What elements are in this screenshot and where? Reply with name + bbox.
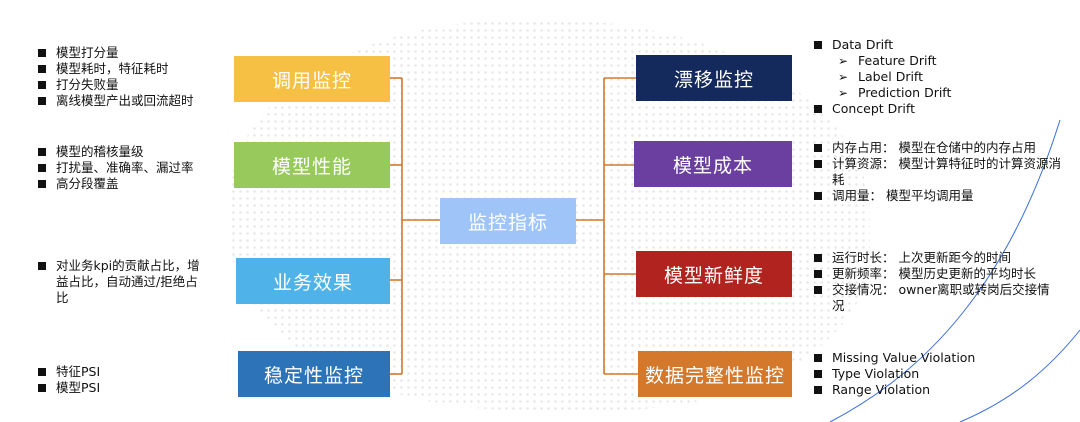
business-effect-notes: 对业务kpi的贡献占比，增益占比，自动通过/拒绝占比: [38, 258, 208, 306]
list-item: Range Violation: [814, 382, 1034, 398]
model-cost-notes: 内存占用： 模型在仓储中的内存占用 计算资源： 模型计算特征时的计算资源消耗 调…: [814, 140, 1062, 204]
node-model-cost: 模型成本: [634, 141, 792, 187]
list-item: 更新频率： 模型历史更新的平均时长: [814, 266, 1062, 282]
call-monitoring-notes: 模型打分量 模型耗时，特征耗时 打分失败量 离线模型产出或回流超时: [38, 45, 228, 109]
node-business-effect: 业务效果: [236, 258, 390, 304]
arrow-icon: ➢: [838, 86, 849, 100]
list-item: 模型PSI: [38, 380, 208, 396]
model-performance-notes: 模型的稽核量级 打扰量、准确率、漏过率 高分段覆盖: [38, 144, 228, 192]
list-item: 模型的稽核量级: [38, 144, 228, 160]
drift-monitoring-notes: Data Drift ➢Feature Drift ➢Label Drift ➢…: [814, 37, 1014, 117]
list-item: 特征PSI: [38, 364, 208, 380]
list-item: 模型耗时，特征耗时: [38, 61, 228, 77]
node-model-performance: 模型性能: [234, 142, 390, 188]
list-item: 对业务kpi的贡献占比，增益占比，自动通过/拒绝占比: [38, 258, 208, 306]
node-call-monitoring: 调用监控: [234, 56, 390, 102]
list-item: 调用量： 模型平均调用量: [814, 188, 1062, 204]
list-item: 交接情况： owner离职或转岗后交接情况: [814, 282, 1062, 314]
list-item: 离线模型产出或回流超时: [38, 93, 228, 109]
node-stability-monitoring: 稳定性监控: [238, 351, 390, 397]
stability-monitoring-notes: 特征PSI 模型PSI: [38, 364, 208, 396]
node-model-freshness: 模型新鲜度: [636, 251, 792, 297]
arrow-icon: ➢: [838, 54, 849, 68]
arrow-icon: ➢: [838, 70, 849, 84]
node-data-integrity: 数据完整性监控: [638, 351, 792, 397]
list-item: 打扰量、准确率、漏过率: [38, 160, 228, 176]
list-item: ➢Feature Drift: [838, 53, 937, 68]
list-item: 高分段覆盖: [38, 176, 228, 192]
list-item: 内存占用： 模型在仓储中的内存占用: [814, 140, 1062, 156]
list-item: ➢Label Drift: [838, 69, 924, 84]
list-item: Data Drift: [814, 37, 1014, 53]
model-freshness-notes: 运行时长： 上次更新距今的时间 更新频率： 模型历史更新的平均时长 交接情况： …: [814, 250, 1062, 314]
list-item: ➢Prediction Drift: [838, 85, 952, 100]
list-item: 打分失败量: [38, 77, 228, 93]
list-item: Missing Value Violation: [814, 350, 1034, 366]
list-item: 运行时长： 上次更新距今的时间: [814, 250, 1062, 266]
list-item: 计算资源： 模型计算特征时的计算资源消耗: [814, 156, 1062, 188]
list-item: Concept Drift: [814, 101, 1014, 117]
list-item: Type Violation: [814, 366, 1034, 382]
list-item: 模型打分量: [38, 45, 228, 61]
center-node-monitoring-metrics: 监控指标: [440, 198, 576, 244]
data-integrity-notes: Missing Value Violation Type Violation R…: [814, 350, 1034, 398]
node-drift-monitoring: 漂移监控: [636, 55, 792, 101]
